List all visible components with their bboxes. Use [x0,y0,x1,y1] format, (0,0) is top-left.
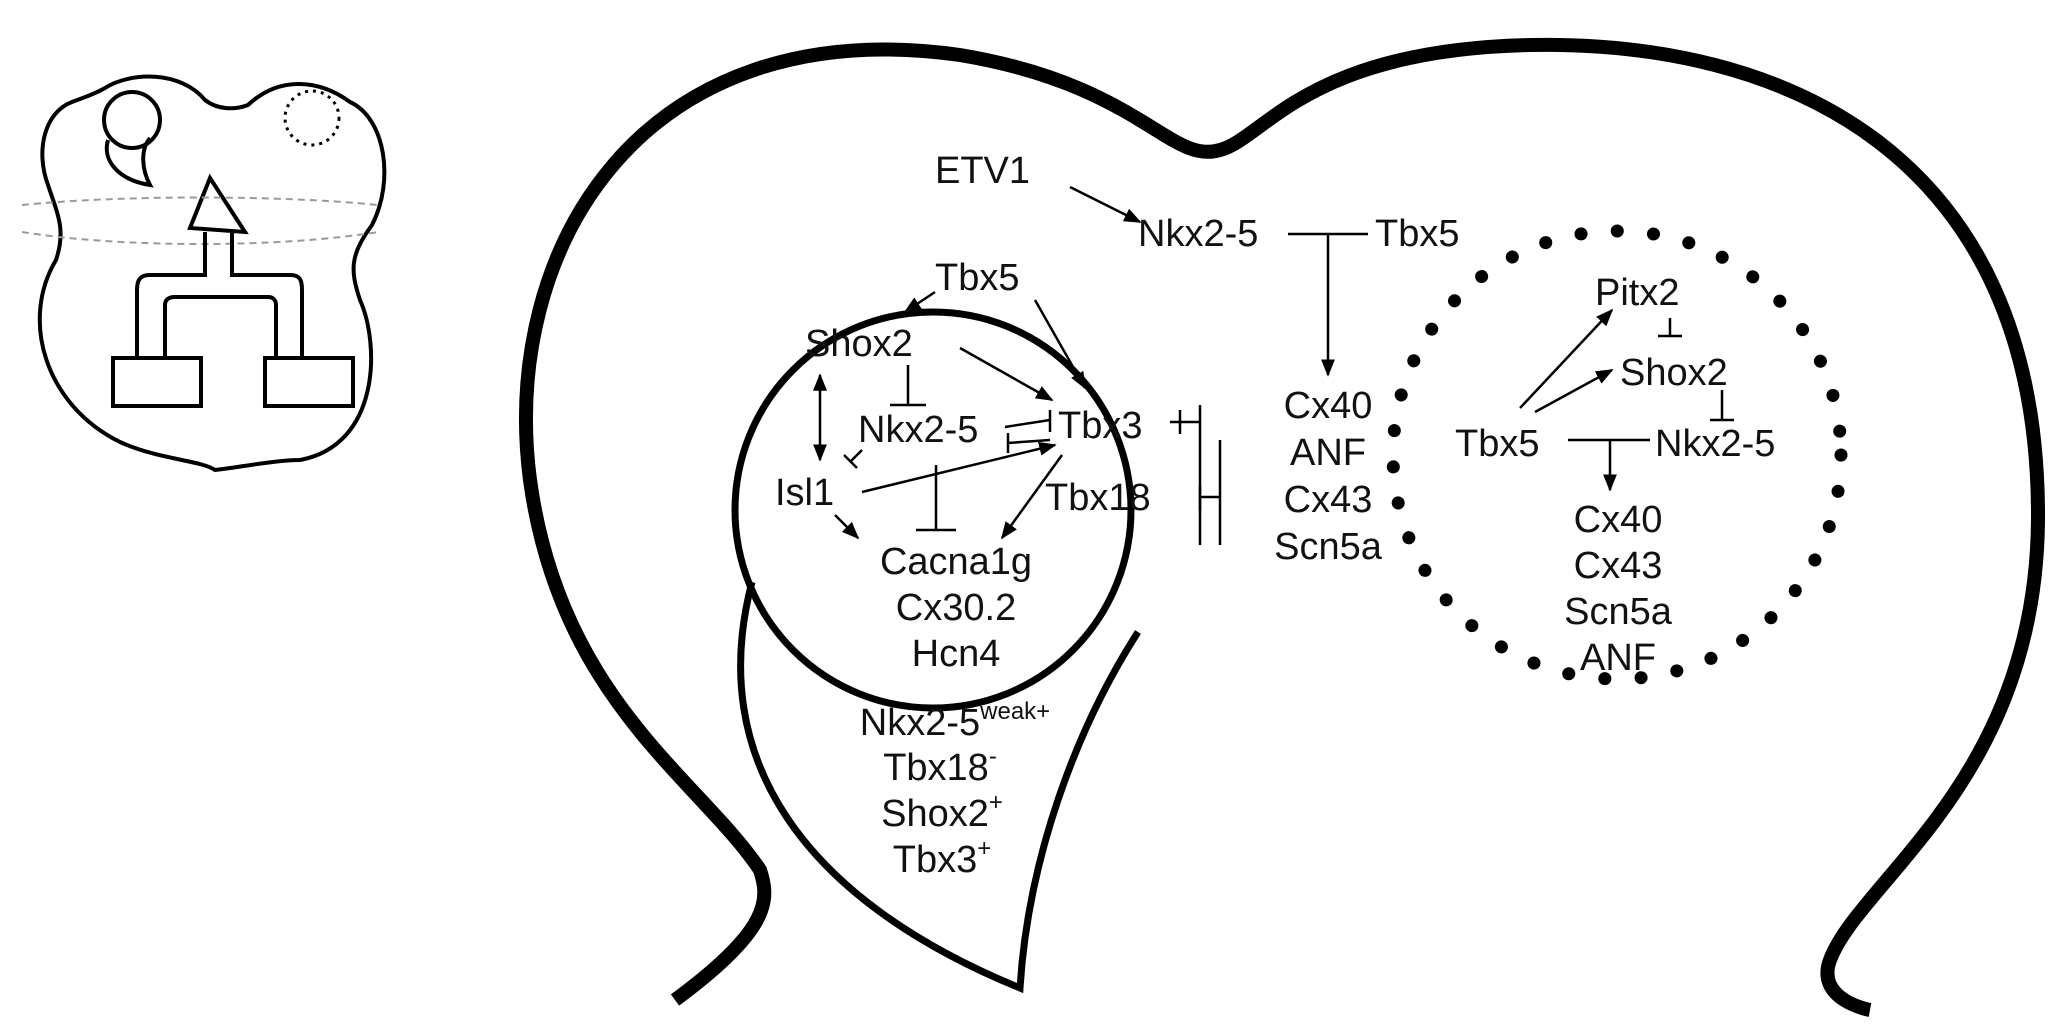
schematic-bundle-inner [163,295,278,360]
arrow-shox2-to-tbx3 [959,346,1054,402]
arrow-tbx5-to-tbx3 [1033,299,1087,390]
label-san-tbx3: Tbx3 [1058,405,1142,447]
label-etv1: ETV1 [935,150,1030,192]
arrow-tbx5-to-shox2 [903,290,936,314]
schematic-avn-triangle [187,173,249,235]
label-san-tbx18: Tbx18 [1045,477,1151,519]
schematic-san-circle [102,90,162,150]
inhibition-nkx25-isl1 [849,449,863,463]
center-target-4: Scn5a [1274,526,1383,568]
inhibition-nkx25-tbx3 [1004,418,1051,429]
tail-marker-list: Nkx2-5weak+ Tbx18- Shox2+ Tbx3+ [860,698,1050,881]
la-target-2: Cx43 [1574,545,1663,587]
schematic-outline [37,74,387,473]
arrow-isl1-to-targets [834,514,860,540]
arrow-tbx3-to-targets [1000,454,1064,540]
schematic-right-box [263,356,355,408]
tail-marker-2: Tbx18- [883,743,997,789]
label-tbx5-top: Tbx5 [1375,213,1459,255]
la-target-3: Scn5a [1564,591,1673,633]
schematic-bundle-outer-right [230,232,304,360]
tail-marker-3: Shox2+ [881,789,1003,835]
la-target-4: ANF [1580,637,1656,679]
tail-marker-1: Nkx2-5weak+ [860,698,1050,744]
label-la-tbx5: Tbx5 [1455,423,1539,465]
heart-outline [519,37,2046,1017]
schematic-dotted-circle [283,89,341,147]
label-la-shox2: Shox2 [1620,352,1728,394]
arrow-isl1-to-tbx3 [861,441,1057,494]
inhibition-tbx3-nkx25 [1007,438,1051,445]
label-san-tbx5: Tbx5 [935,257,1019,299]
heart-schematic-thumbnail [21,74,387,473]
arrow-tbx5-to-shox2-la [1534,368,1614,414]
la-target-1: Cx40 [1574,499,1663,541]
san-target-1: Cacna1g [880,541,1032,583]
san-tail [737,581,1141,994]
schematic-guide-line-top [21,196,379,206]
label-san-nkx25: Nkx2-5 [858,409,978,451]
left-atrium-dotted-circle [1386,224,1848,686]
label-nkx25-top: Nkx2-5 [1138,213,1258,255]
label-san-isl1: Isl1 [775,472,834,514]
label-san-shox2: Shox2 [805,323,913,365]
inhibition-nkx25-isl1-bar [843,454,858,469]
san-target-3: Hcn4 [912,633,1001,675]
schematic-bundle-outer [135,232,207,360]
la-target-list: Cx40 Cx43 Scn5a ANF [1564,499,1673,679]
san-target-2: Cx30.2 [896,587,1016,629]
center-target-list: Cx40 ANF Cx43 Scn5a [1274,385,1383,568]
san-circle [731,308,1135,712]
label-la-pitx2: Pitx2 [1595,272,1679,314]
label-la-nkx25: Nkx2-5 [1655,423,1775,465]
network-connectors [813,185,1734,545]
schematic-san-tail [104,136,154,188]
san-target-list: Cacna1g Cx30.2 Hcn4 [880,541,1032,675]
arrow-tbx5-to-pitx2 [1519,308,1614,409]
center-target-2: ANF [1290,432,1366,474]
schematic-guide-line-bottom [21,231,379,245]
arrow-etv1-to-nkx25 [1069,185,1142,224]
network-labels: ETV1 Nkx2-5 Tbx5 Cx40 ANF Cx43 Scn5a Tbx… [775,150,1775,881]
center-target-3: Cx43 [1284,479,1373,521]
tail-marker-4: Tbx3+ [893,835,992,881]
sinoatrial-node-region [731,308,1141,994]
center-target-1: Cx40 [1284,385,1373,427]
schematic-left-box [111,356,203,408]
